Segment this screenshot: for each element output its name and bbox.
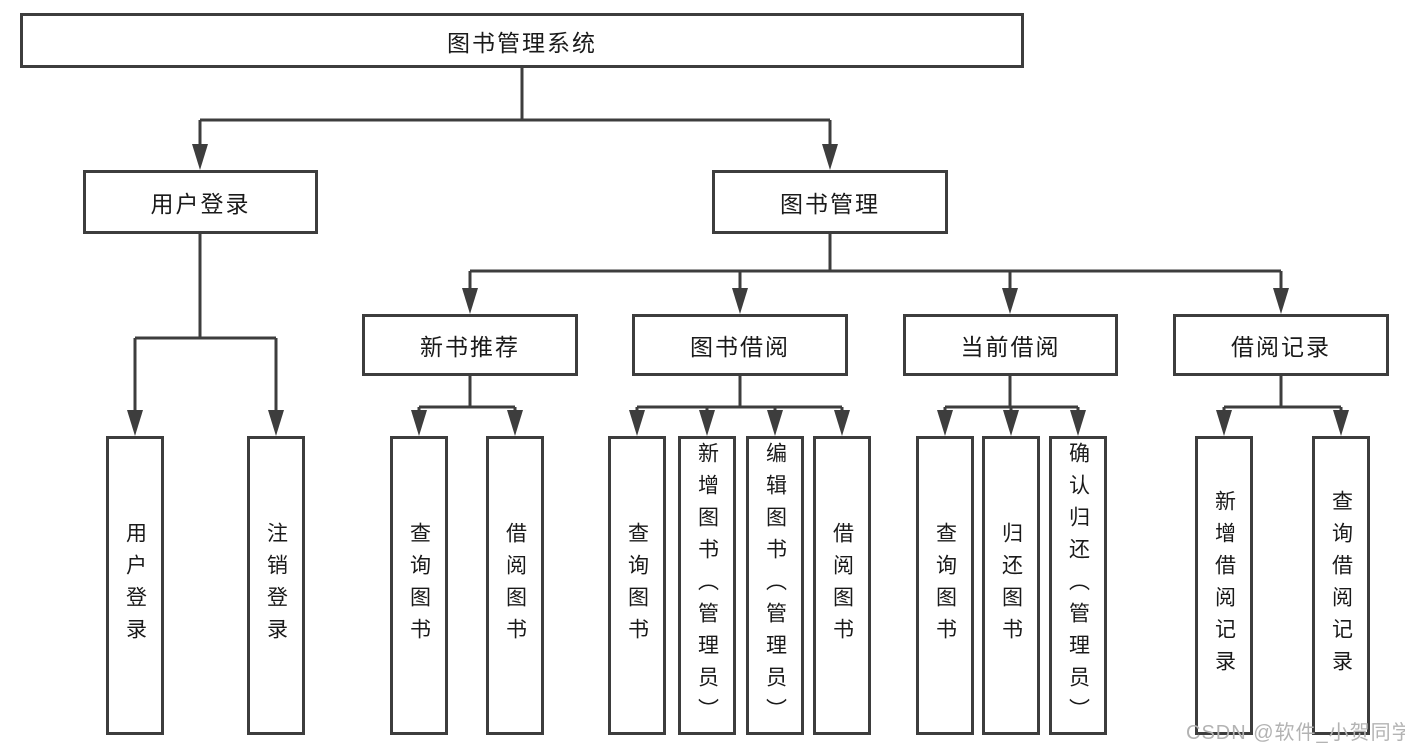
leaf-label: 注销登录 [264, 521, 288, 650]
leaf-label: 新增图书（管理员） [695, 441, 719, 730]
leaf-user-login: 用户登录 [106, 436, 164, 735]
leaf-label: 查询图书 [625, 521, 649, 650]
leaf-borrow-books-recommend: 借阅图书 [486, 436, 544, 735]
leaf-logout: 注销登录 [247, 436, 305, 735]
node-book-management: 图书管理 [712, 170, 948, 234]
leaf-query-books-borrowing: 查询图书 [608, 436, 666, 735]
leaf-label: 编辑图书（管理员） [763, 441, 787, 730]
leaf-label: 查询图书 [933, 521, 957, 650]
leaf-query-books-current: 查询图书 [916, 436, 974, 735]
leaf-edit-book-admin: 编辑图书（管理员） [746, 436, 804, 735]
leaf-label: 借阅图书 [503, 521, 527, 650]
arrowheads [127, 144, 1349, 436]
node-user-login: 用户登录 [83, 170, 318, 234]
leaf-add-book-admin: 新增图书（管理员） [678, 436, 736, 735]
leaf-label: 确认归还（管理员） [1066, 441, 1090, 730]
leaf-label: 归还图书 [999, 521, 1023, 650]
leaf-label: 查询图书 [407, 521, 431, 650]
node-new-book-recommendation: 新书推荐 [362, 314, 578, 376]
leaf-label: 新增借阅记录 [1212, 489, 1236, 682]
leaf-query-books-recommend: 查询图书 [390, 436, 448, 735]
node-borrowing-records: 借阅记录 [1173, 314, 1389, 376]
leaf-label: 借阅图书 [830, 521, 854, 650]
leaf-add-borrow-record: 新增借阅记录 [1195, 436, 1253, 735]
node-current-borrowing: 当前借阅 [903, 314, 1118, 376]
node-book-borrowing: 图书借阅 [632, 314, 848, 376]
leaf-query-borrow-record: 查询借阅记录 [1312, 436, 1370, 735]
leaf-label: 用户登录 [123, 521, 147, 650]
leaf-return-books: 归还图书 [982, 436, 1040, 735]
leaf-borrow-books-borrowing: 借阅图书 [813, 436, 871, 735]
csdn-watermark: CSDN @软件_小贺同学 [1186, 722, 1405, 744]
leaf-confirm-return-admin: 确认归还（管理员） [1049, 436, 1107, 735]
node-library-management-system: 图书管理系统 [20, 13, 1024, 68]
leaf-label: 查询借阅记录 [1329, 489, 1353, 682]
